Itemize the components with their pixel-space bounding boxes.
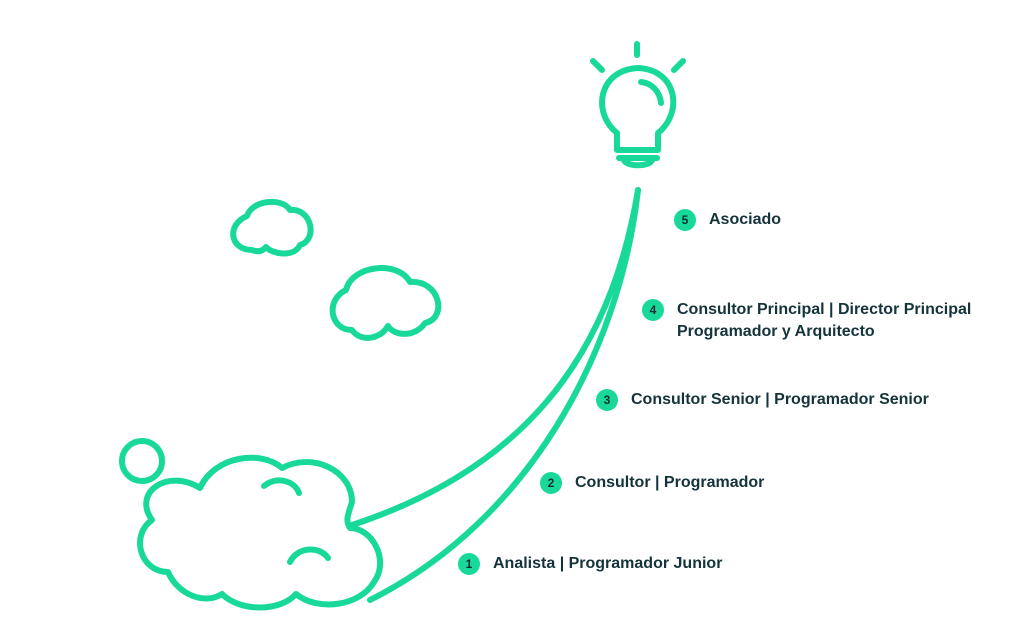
cloud-icon-medium xyxy=(329,265,442,341)
step-label-line: Consultor Principal | Director Principal xyxy=(677,301,972,318)
lightbulb-ray-left xyxy=(590,58,605,73)
smoke-cloud-icon xyxy=(137,454,384,611)
step-label: Consultor Principal | Director Principal… xyxy=(677,299,971,343)
step-number-badge: 3 xyxy=(596,389,618,411)
bubble-icon xyxy=(119,438,165,484)
step-label-line: Consultor | Programador xyxy=(575,474,765,491)
step-label: Consultor | Programador xyxy=(575,472,764,494)
trajectory-line-lower xyxy=(367,187,641,603)
step-number-badge: 4 xyxy=(642,299,664,321)
step-label-line: Asociado xyxy=(709,211,782,228)
career-step-3: 3 Consultor Senior | Programador Senior xyxy=(596,389,929,411)
lightbulb-icon xyxy=(590,41,686,169)
step-label-line: Consultor Senior | Programador Senior xyxy=(631,391,929,408)
lightbulb-base-cap xyxy=(621,157,655,169)
step-label: Analista | Programador Junior xyxy=(493,553,722,575)
lightbulb-bulb xyxy=(599,65,677,153)
lightbulb-ray-right xyxy=(671,58,686,73)
step-number-badge: 5 xyxy=(674,209,696,231)
career-step-5: 5 Asociado xyxy=(674,209,781,231)
step-label: Asociado xyxy=(709,209,781,231)
career-step-4: 4 Consultor Principal | Director Princip… xyxy=(642,299,971,343)
smoke-cloud-detail-lower xyxy=(287,546,331,565)
trajectory-line-upper xyxy=(349,187,641,528)
step-label-line: Analista | Programador Junior xyxy=(493,555,723,572)
step-number-badge: 1 xyxy=(458,553,480,575)
lightbulb-shine xyxy=(638,79,664,106)
smoke-cloud-outline xyxy=(137,454,384,611)
step-number-badge: 2 xyxy=(540,472,562,494)
smoke-cloud-detail-upper xyxy=(261,477,302,496)
step-label: Consultor Senior | Programador Senior xyxy=(631,389,929,411)
cloud-icon-small xyxy=(230,198,314,257)
step-label-line: Programador y Arquitecto xyxy=(677,323,875,340)
career-step-2: 2 Consultor | Programador xyxy=(540,472,764,494)
career-step-1: 1 Analista | Programador Junior xyxy=(458,553,722,575)
